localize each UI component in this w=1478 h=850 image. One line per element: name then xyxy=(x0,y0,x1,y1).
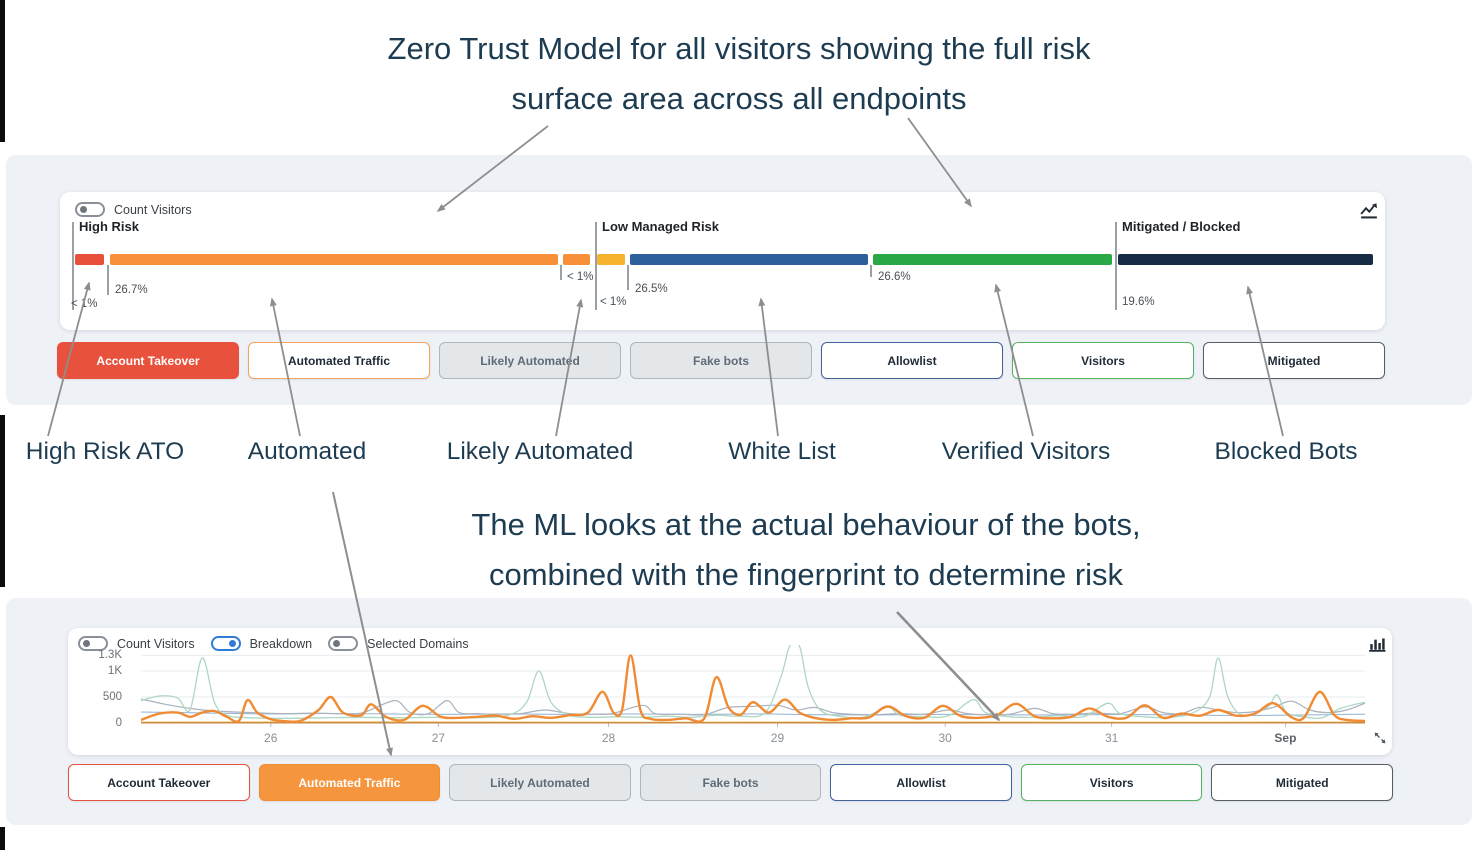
filter-button-automated-traffic[interactable]: Automated Traffic xyxy=(258,764,441,801)
segment-value-mitigated: 19.6% xyxy=(1122,296,1155,308)
filter-button-visitors[interactable]: Visitors xyxy=(1020,764,1203,801)
toggle-label: Breakdown xyxy=(249,636,313,651)
segment-visitors[interactable] xyxy=(873,254,1112,265)
top-panel-toggles: Count Visitors xyxy=(75,202,192,217)
segment-tick xyxy=(560,265,562,280)
segment-tick xyxy=(870,265,872,277)
segment-value-automated-traffic: 26.7% xyxy=(115,284,148,296)
top-heading-line2: surface area across all endpoints xyxy=(511,81,967,116)
resize-diagonal-icon[interactable] xyxy=(1372,730,1388,746)
mid-heading-line2: combined with the fingerprint to determi… xyxy=(488,557,1124,592)
segment-tick xyxy=(107,265,109,295)
line-chart-icon[interactable] xyxy=(1360,201,1378,219)
series-automated-traffic xyxy=(141,654,1365,723)
left-frame-bar xyxy=(0,415,5,587)
filter-button-allowlist[interactable]: Allowlist xyxy=(821,342,1003,379)
x-axis-label: 31 xyxy=(1104,731,1119,745)
top-heading: Zero Trust Model for all visitors showin… xyxy=(0,24,1478,124)
y-axis-label: 0 xyxy=(115,717,122,729)
filter-button-account-takeover[interactable]: Account Takeover xyxy=(68,764,250,801)
filter-button-fake-bots[interactable]: Fake bots xyxy=(630,342,812,379)
toggle-switch[interactable] xyxy=(210,636,241,651)
segment-mitigated[interactable] xyxy=(1118,254,1373,265)
annotation-label-blocked-bots: Blocked Bots xyxy=(1214,438,1358,465)
toggle-label: Count Visitors xyxy=(114,202,192,217)
toggle-switch[interactable] xyxy=(75,202,105,217)
segment-value-account-takeover: < 1% xyxy=(71,298,98,310)
breakdown-toggle[interactable]: Breakdown xyxy=(210,636,313,651)
segment-value-likely-automated: < 1% xyxy=(567,271,594,283)
x-axis-label: 30 xyxy=(938,731,952,745)
y-axis-label: 1.3K xyxy=(98,649,122,662)
annotation-label-likely-automated: Likely Automated xyxy=(446,438,634,465)
segment-value-fake-bots: < 1% xyxy=(600,296,627,308)
mid-heading-line1: The ML looks at the actual behaviour of … xyxy=(471,507,1141,542)
segment-value-allowlist: 26.5% xyxy=(635,283,668,295)
filter-button-visitors[interactable]: Visitors xyxy=(1012,342,1194,379)
bar-chart-icon[interactable] xyxy=(1368,634,1386,652)
toggle-label: Selected Domains xyxy=(367,636,469,651)
segment-fake-bots[interactable] xyxy=(597,254,625,265)
count-visitors-toggle[interactable]: Count Visitors xyxy=(75,202,192,217)
x-axis-label: Sep xyxy=(1274,731,1297,745)
toggle-switch[interactable] xyxy=(78,636,108,651)
segment-account-takeover[interactable] xyxy=(75,254,104,265)
annotation-label-high-risk-ato: High Risk ATO xyxy=(25,438,185,465)
segment-likely-automated[interactable] xyxy=(563,254,590,265)
filter-button-allowlist[interactable]: Allowlist xyxy=(830,764,1012,801)
traffic-line-chart[interactable] xyxy=(141,645,1365,731)
section-label-low-managed-risk: Low Managed Risk xyxy=(602,219,720,234)
left-frame-bar xyxy=(0,827,5,850)
left-frame-bar xyxy=(0,0,5,142)
filter-button-likely-automated[interactable]: Likely Automated xyxy=(449,764,631,801)
mid-heading: The ML looks at the actual behaviour of … xyxy=(136,500,1476,600)
section-label-high-risk: High Risk xyxy=(79,219,139,234)
x-axis-label: 27 xyxy=(431,731,446,745)
segment-automated-traffic[interactable] xyxy=(110,254,558,265)
y-axis-label: 1K xyxy=(107,665,122,677)
risk-funnel-panel: Count Visitors High Risk Low Managed Risk… xyxy=(60,192,1385,330)
annotation-label-white-list: White List xyxy=(728,438,836,465)
filter-button-automated-traffic[interactable]: Automated Traffic xyxy=(248,342,430,379)
x-axis-label: 26 xyxy=(264,731,278,745)
count-visitors-toggle[interactable]: Count Visitors xyxy=(78,636,195,651)
section-divider xyxy=(1115,222,1117,310)
segment-value-visitors: 26.6% xyxy=(878,271,911,283)
segment-tick xyxy=(627,265,629,290)
filter-button-mitigated[interactable]: Mitigated xyxy=(1211,764,1394,801)
section-divider xyxy=(595,222,597,310)
toggle-label: Count Visitors xyxy=(117,636,195,651)
filter-button-account-takeover[interactable]: Account Takeover xyxy=(57,342,239,379)
x-axis-label: 29 xyxy=(770,731,785,745)
filter-button-likely-automated[interactable]: Likely Automated xyxy=(439,342,621,379)
top-heading-line1: Zero Trust Model for all visitors showin… xyxy=(387,31,1091,66)
x-axis-label: 28 xyxy=(601,731,616,745)
filter-button-fake-bots[interactable]: Fake bots xyxy=(639,764,822,801)
y-axis-label: 500 xyxy=(102,691,122,703)
annotation-label-automated: Automated xyxy=(247,438,367,465)
filter-button-mitigated[interactable]: Mitigated xyxy=(1203,342,1385,379)
segment-allowlist[interactable] xyxy=(630,254,868,265)
series-visitors xyxy=(141,645,1365,719)
section-label-mitigated-blocked: Mitigated / Blocked xyxy=(1122,219,1241,234)
annotation-label-verified-visitors: Verified Visitors xyxy=(941,438,1111,465)
